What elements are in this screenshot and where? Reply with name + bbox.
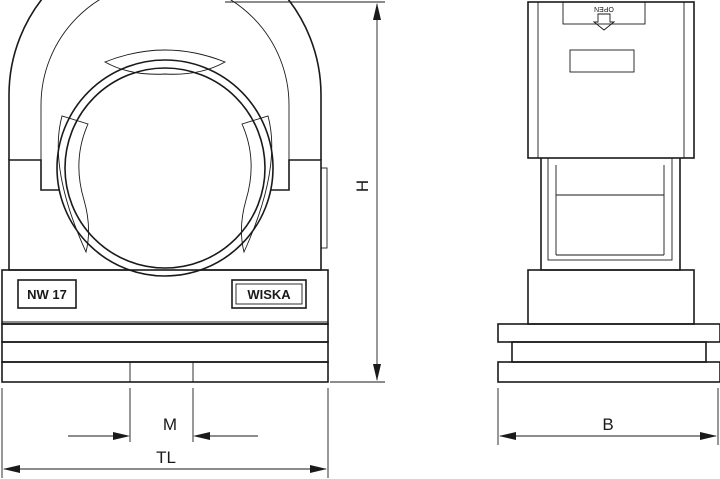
base-foot <box>1 361 329 383</box>
side-lug <box>320 167 328 249</box>
brand-label-inner <box>235 283 303 305</box>
side-view: OPEN <box>497 1 720 383</box>
open-label: OPEN <box>594 5 614 12</box>
height-arrow-bottom-icon <box>373 364 381 381</box>
side-neck-inner <box>547 157 673 261</box>
grip-tab-top <box>103 49 227 75</box>
height-arrow-top-icon <box>373 3 381 20</box>
mounting-arrow-left-icon <box>113 432 130 440</box>
base-rail-lower <box>1 341 329 363</box>
pipe-opening <box>56 59 274 277</box>
width-label: B <box>602 415 613 434</box>
side-neck <box>540 158 681 271</box>
front-view: NW 17 WISKA <box>1 0 329 383</box>
side-base <box>527 269 695 325</box>
clip-outer-arch <box>8 0 322 160</box>
length-arrow-right-icon <box>310 465 327 473</box>
width-arrow-left-icon <box>499 432 516 440</box>
brand-label-box <box>231 279 307 309</box>
pipe-inner-bore <box>64 67 266 269</box>
mounting-label: M <box>163 415 177 434</box>
mounting-arrow-right-icon <box>193 432 210 440</box>
size-label: NW 17 <box>27 287 67 302</box>
side-rail-middle <box>511 341 707 363</box>
height-label: H <box>353 180 372 192</box>
width-arrow-right-icon <box>700 432 717 440</box>
length-label: TL <box>156 448 176 467</box>
open-marker-box <box>562 1 646 25</box>
brand-label: WISKA <box>247 287 291 302</box>
size-label-box <box>17 279 77 309</box>
side-head <box>527 1 695 159</box>
side-rail-upper <box>497 323 720 343</box>
side-rail-lower <box>497 361 720 383</box>
side-window <box>569 49 635 73</box>
open-arrow-icon <box>592 13 616 31</box>
length-arrow-left-icon <box>3 465 20 473</box>
base-rail-upper <box>1 323 329 343</box>
clip-inner-arch <box>40 0 290 160</box>
